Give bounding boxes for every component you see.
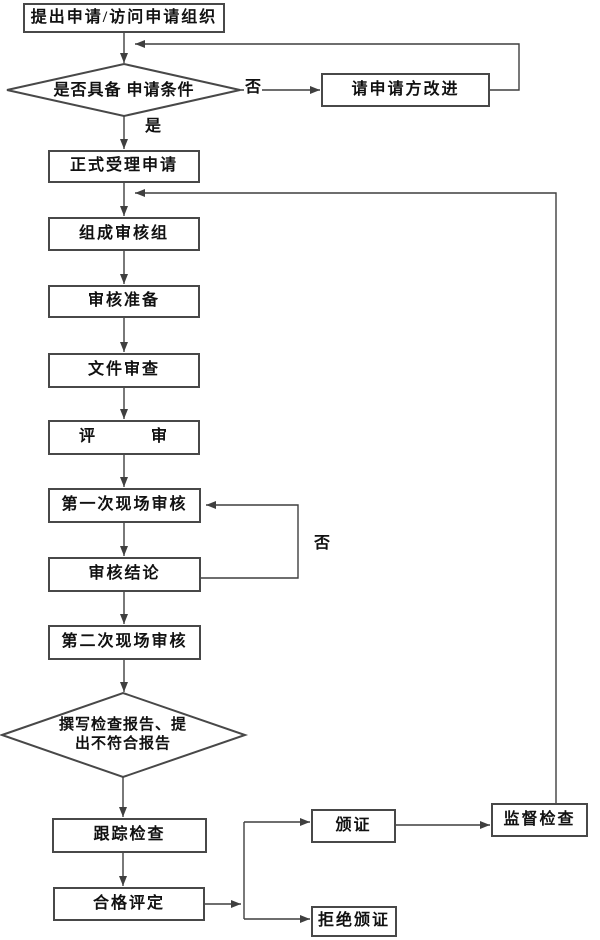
edge-label-yes-conditions: 是 xyxy=(144,118,163,136)
node-conformity: 合格评定 xyxy=(53,887,205,921)
node-form-team: 组成审核组 xyxy=(48,217,200,251)
node-review: 评 审 xyxy=(48,420,200,455)
edge-supervision-feedback-loop xyxy=(135,189,557,803)
node-accept: 正式受理申请 xyxy=(48,150,200,183)
node-refuse: 拒绝颁证 xyxy=(311,906,397,937)
decision-check-conditions-outline xyxy=(6,62,241,118)
edge-conclusion-no-loop xyxy=(201,501,299,579)
edge-label-no-conditions: 否 xyxy=(244,79,263,97)
node-audit-prep: 审核准备 xyxy=(48,285,200,318)
node-supervision: 监督检查 xyxy=(491,803,588,837)
node-first-onsite: 第一次现场审核 xyxy=(48,488,201,523)
edge-label-no-conclusion: 否 xyxy=(313,535,332,553)
node-doc-review: 文件审查 xyxy=(48,353,200,388)
node-certify: 颁证 xyxy=(311,809,396,843)
node-follow-up: 跟踪检查 xyxy=(52,818,207,853)
node-second-onsite: 第二次现场审核 xyxy=(48,625,201,660)
decision-write-report-outline xyxy=(0,691,249,779)
node-improve: 请申请方改进 xyxy=(321,73,490,107)
node-audit-conclusion: 审核结论 xyxy=(48,557,201,592)
edge-improve-feedback-loop xyxy=(135,40,520,91)
node-start: 提出申请/访问申请组织 xyxy=(23,3,225,33)
